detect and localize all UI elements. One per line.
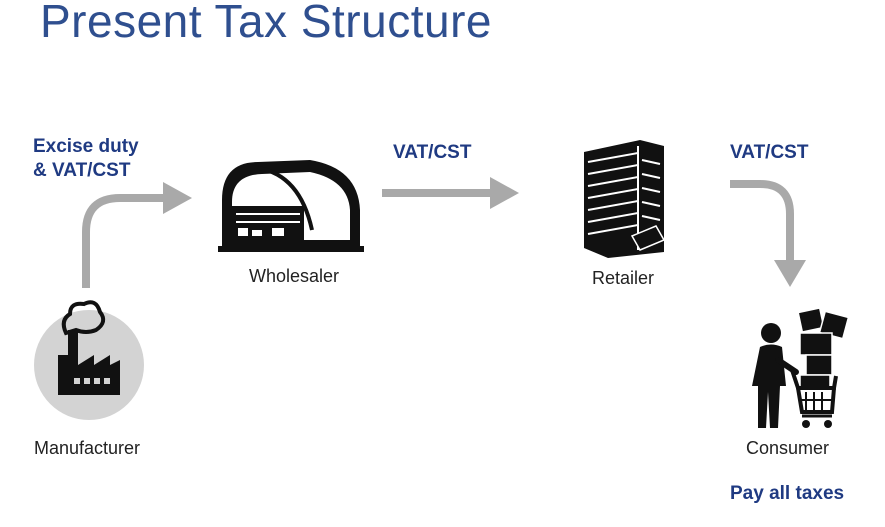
tax-label-line-2: & VAT/CST: [33, 160, 131, 181]
warehouse-icon: [218, 160, 364, 252]
node-label-consumer: Consumer: [746, 438, 830, 458]
tax-label-wholesaler-retailer: VAT/CST: [393, 142, 472, 163]
building-icon: [584, 140, 666, 258]
tax-label-line-1: Excise duty: [33, 136, 139, 157]
node-label-manufacturer: Manufacturer: [34, 438, 141, 458]
tax-label-manufacturer-wholesaler: Excise duty & VAT/CST: [33, 135, 139, 183]
arrow-wholesaler-to-retailer: [382, 177, 519, 209]
shopping-cart-person-icon: [752, 307, 850, 428]
page-title: Present Tax Structure: [40, 0, 492, 47]
factory-icon: [34, 300, 144, 420]
consumer-note: Pay all taxes: [730, 483, 845, 504]
arrow-manufacturer-to-wholesaler: [82, 182, 192, 288]
node-label-wholesaler: Wholesaler: [249, 266, 340, 286]
tax-label-retailer-consumer: VAT/CST: [730, 142, 809, 163]
node-label-retailer: Retailer: [592, 268, 655, 288]
arrow-retailer-to-consumer: [730, 180, 806, 287]
